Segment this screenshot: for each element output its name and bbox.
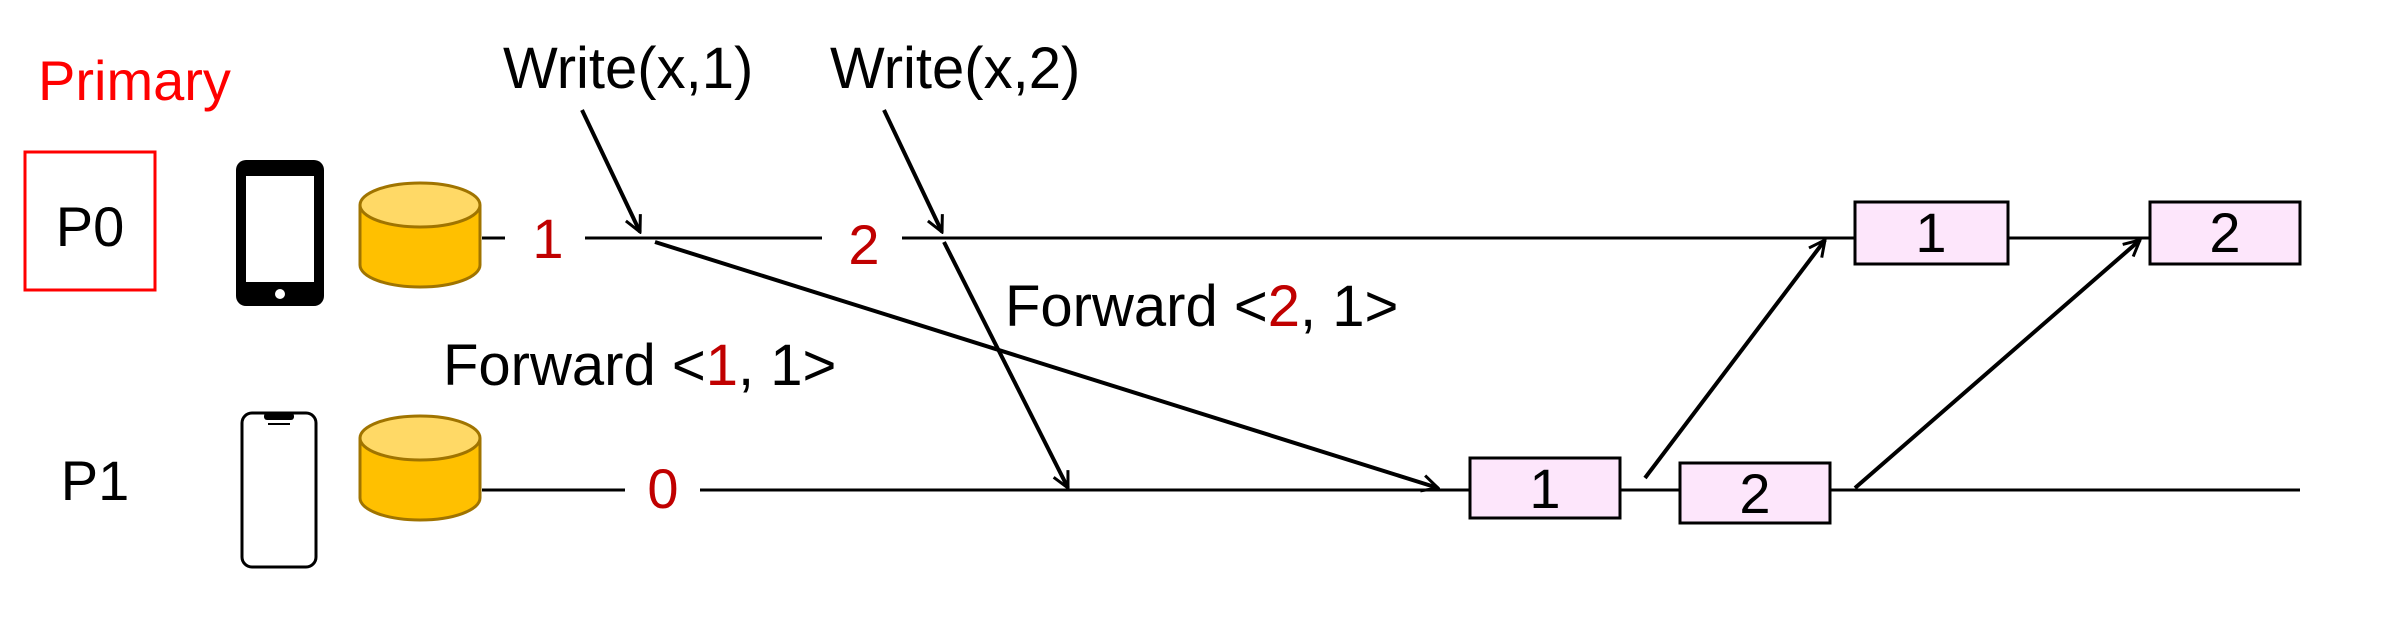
p0-version-2: 2 (848, 213, 879, 276)
forward-2-label: Forward <2, 1> (1005, 274, 1398, 339)
ack-1-arrow (1643, 240, 1825, 480)
forward-1-label: Forward <1, 1> (443, 333, 836, 398)
p0-msg-box-2: 2 (2148, 200, 2302, 266)
p1-msg-box-2-text: 2 (1739, 462, 1770, 525)
forward-1-version: 1 (706, 333, 738, 398)
write-1-arrow (580, 109, 640, 232)
primary-label: Primary (38, 49, 231, 112)
p0-msg-box-1-text: 1 (1915, 201, 1946, 264)
forward-1-suffix: , 1> (738, 333, 836, 398)
p0-label: P0 (56, 195, 125, 258)
write-2-label: Write(x,2) (830, 36, 1080, 101)
p0-label-box (23, 150, 157, 292)
p1-version-0: 0 (647, 457, 678, 520)
ack-2-arrow (1853, 240, 2140, 490)
forward-1-arrow (654, 240, 1438, 488)
forward-2-prefix: Forward < (1005, 274, 1268, 339)
forward-1-prefix: Forward < (443, 333, 706, 398)
forward-2-version: 2 (1268, 274, 1300, 339)
p1-msg-box-1-text: 1 (1529, 457, 1560, 520)
smartphone-outline-icon (240, 411, 318, 569)
p0-msg-box-1: 1 (1853, 200, 2010, 266)
p0-msg-box-2-text: 2 (2209, 201, 2240, 264)
forward-2-suffix: , 1> (1300, 274, 1398, 339)
p1-msg-box-1: 1 (1468, 456, 1622, 520)
write-1-label: Write(x,1) (503, 36, 753, 101)
p0-version-1: 1 (532, 207, 563, 270)
database-icon (358, 181, 482, 289)
database-icon (358, 414, 482, 522)
smartphone-filled-icon (236, 160, 324, 306)
p1-label: P1 (61, 449, 130, 512)
p1-msg-box-2: 2 (1678, 461, 1832, 525)
write-2-arrow (882, 109, 942, 232)
forward-2-arrow (942, 241, 1070, 488)
